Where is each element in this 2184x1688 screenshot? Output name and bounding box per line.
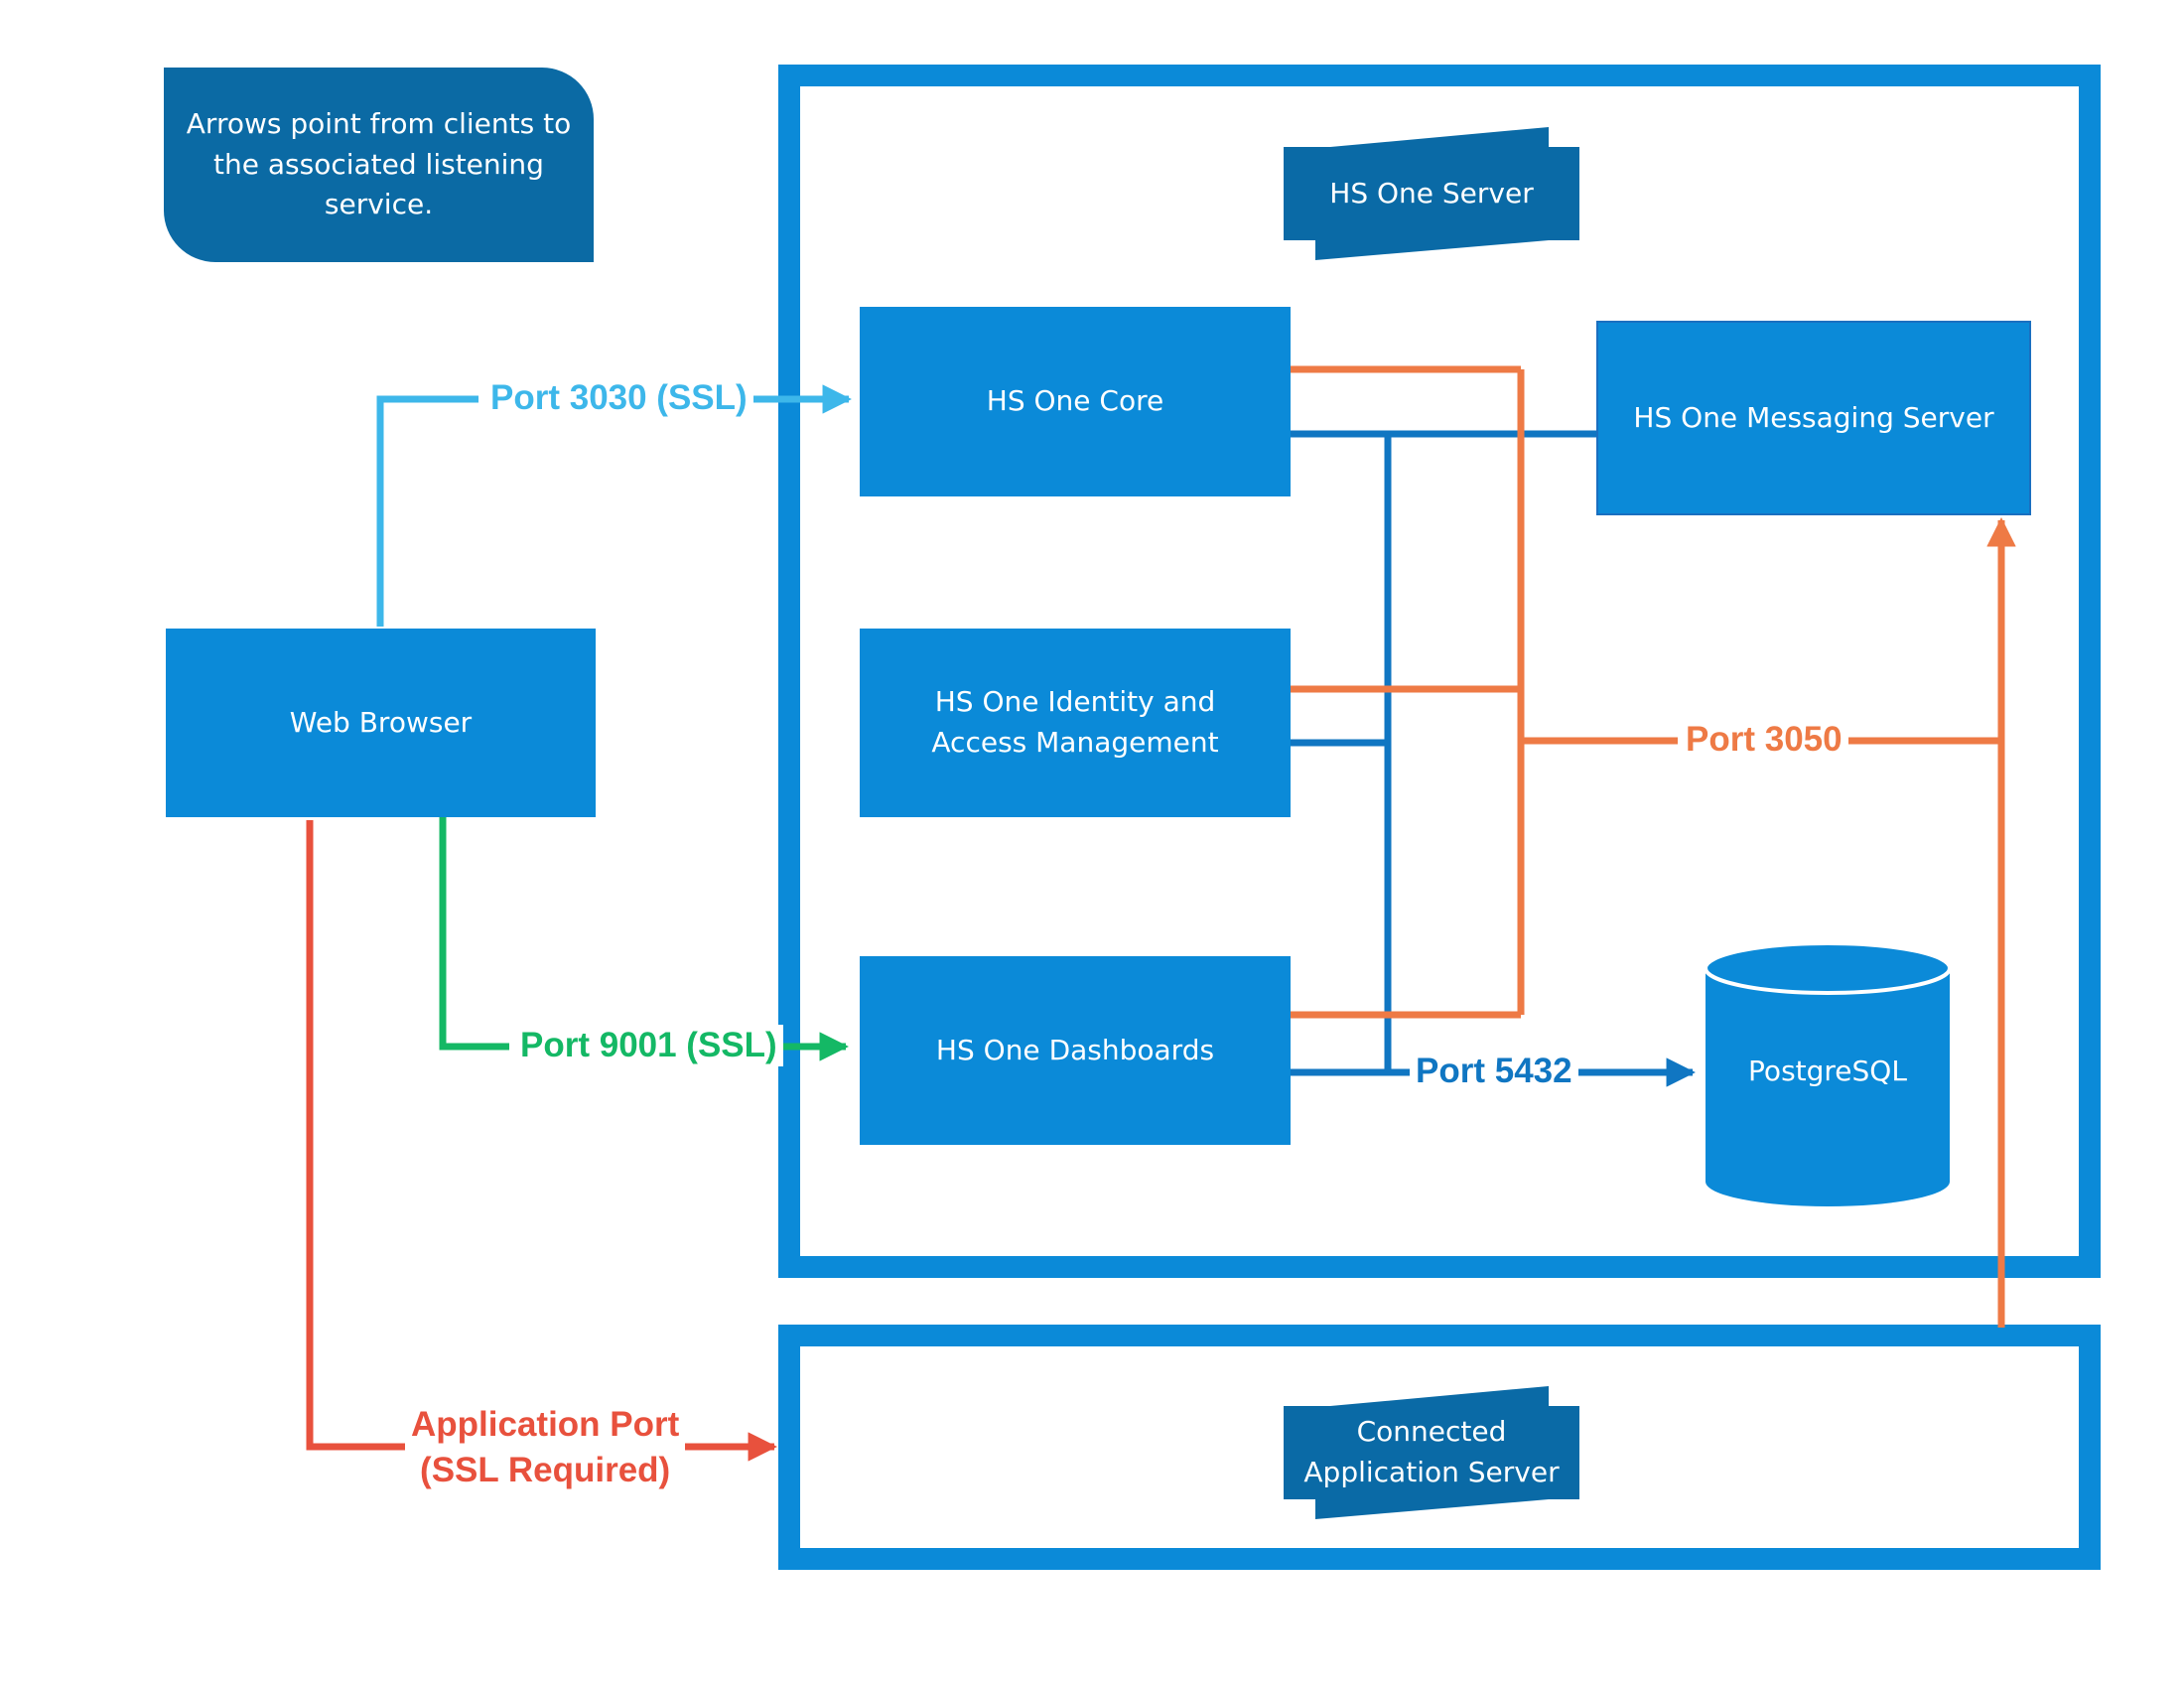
postgres-cylinder-body	[1706, 968, 1950, 1206]
hs-one-dashboards-label: HS One Dashboards	[935, 1033, 1215, 1066]
app-port-label: Application Port (SSL Required)	[405, 1402, 686, 1492]
port-3050-connector	[1291, 365, 2016, 1328]
hs-one-core-label: HS One Core	[986, 384, 1164, 418]
server-banner-bottom-swoosh	[1315, 240, 1549, 260]
port-3030-connector	[376, 384, 852, 627]
hs-one-server-title: HS One Server	[1284, 147, 1579, 240]
port-5432-label: Port 5432	[1410, 1051, 1578, 1092]
postgres-label: PostgreSQL	[1748, 1055, 1907, 1087]
hs-one-iam-label: HS One Identity and Access Management	[931, 685, 1219, 759]
connected-app-server-frame	[778, 1325, 2101, 1570]
port-3050-label: Port 3050	[1680, 719, 1848, 761]
port-9001-connector	[439, 816, 849, 1061]
app-banner-bottom-swoosh	[1315, 1499, 1549, 1519]
server-banner-top-swoosh	[1330, 127, 1549, 147]
hs-one-dashboards-node: HS One Dashboards	[860, 956, 1291, 1145]
hs-one-core-node: HS One Core	[860, 307, 1291, 496]
connected-app-server-title: Connected Application Server	[1284, 1406, 1579, 1499]
web-browser-label: Web Browser	[289, 705, 473, 739]
hs-one-messaging-node: HS One Messaging Server	[1596, 321, 2031, 515]
legend-note: Arrows point from clients to the associa…	[164, 68, 594, 262]
postgres-cylinder-top	[1704, 941, 1952, 995]
connected-app-server-title-text: Connected Application Server	[1303, 1415, 1560, 1488]
hs-one-server-frame	[778, 65, 2101, 1278]
hs-one-server-title-text: HS One Server	[1329, 176, 1534, 210]
port-9001-label: Port 9001 (SSL)	[514, 1025, 783, 1066]
app-port-connector	[306, 820, 777, 1462]
app-banner-top-swoosh	[1330, 1386, 1549, 1406]
port-3030-label: Port 3030 (SSL)	[484, 377, 753, 419]
hs-one-messaging-label: HS One Messaging Server	[1633, 400, 1994, 434]
app-port-label-line1: Application Port	[411, 1405, 680, 1444]
legend-note-text: Arrows point from clients to the associa…	[186, 107, 572, 221]
port-5432-connector	[1291, 430, 1696, 1087]
web-browser-node: Web Browser	[166, 629, 596, 817]
app-port-label-line2: (SSL Required)	[420, 1450, 671, 1489]
hs-one-iam-node: HS One Identity and Access Management	[860, 629, 1291, 817]
